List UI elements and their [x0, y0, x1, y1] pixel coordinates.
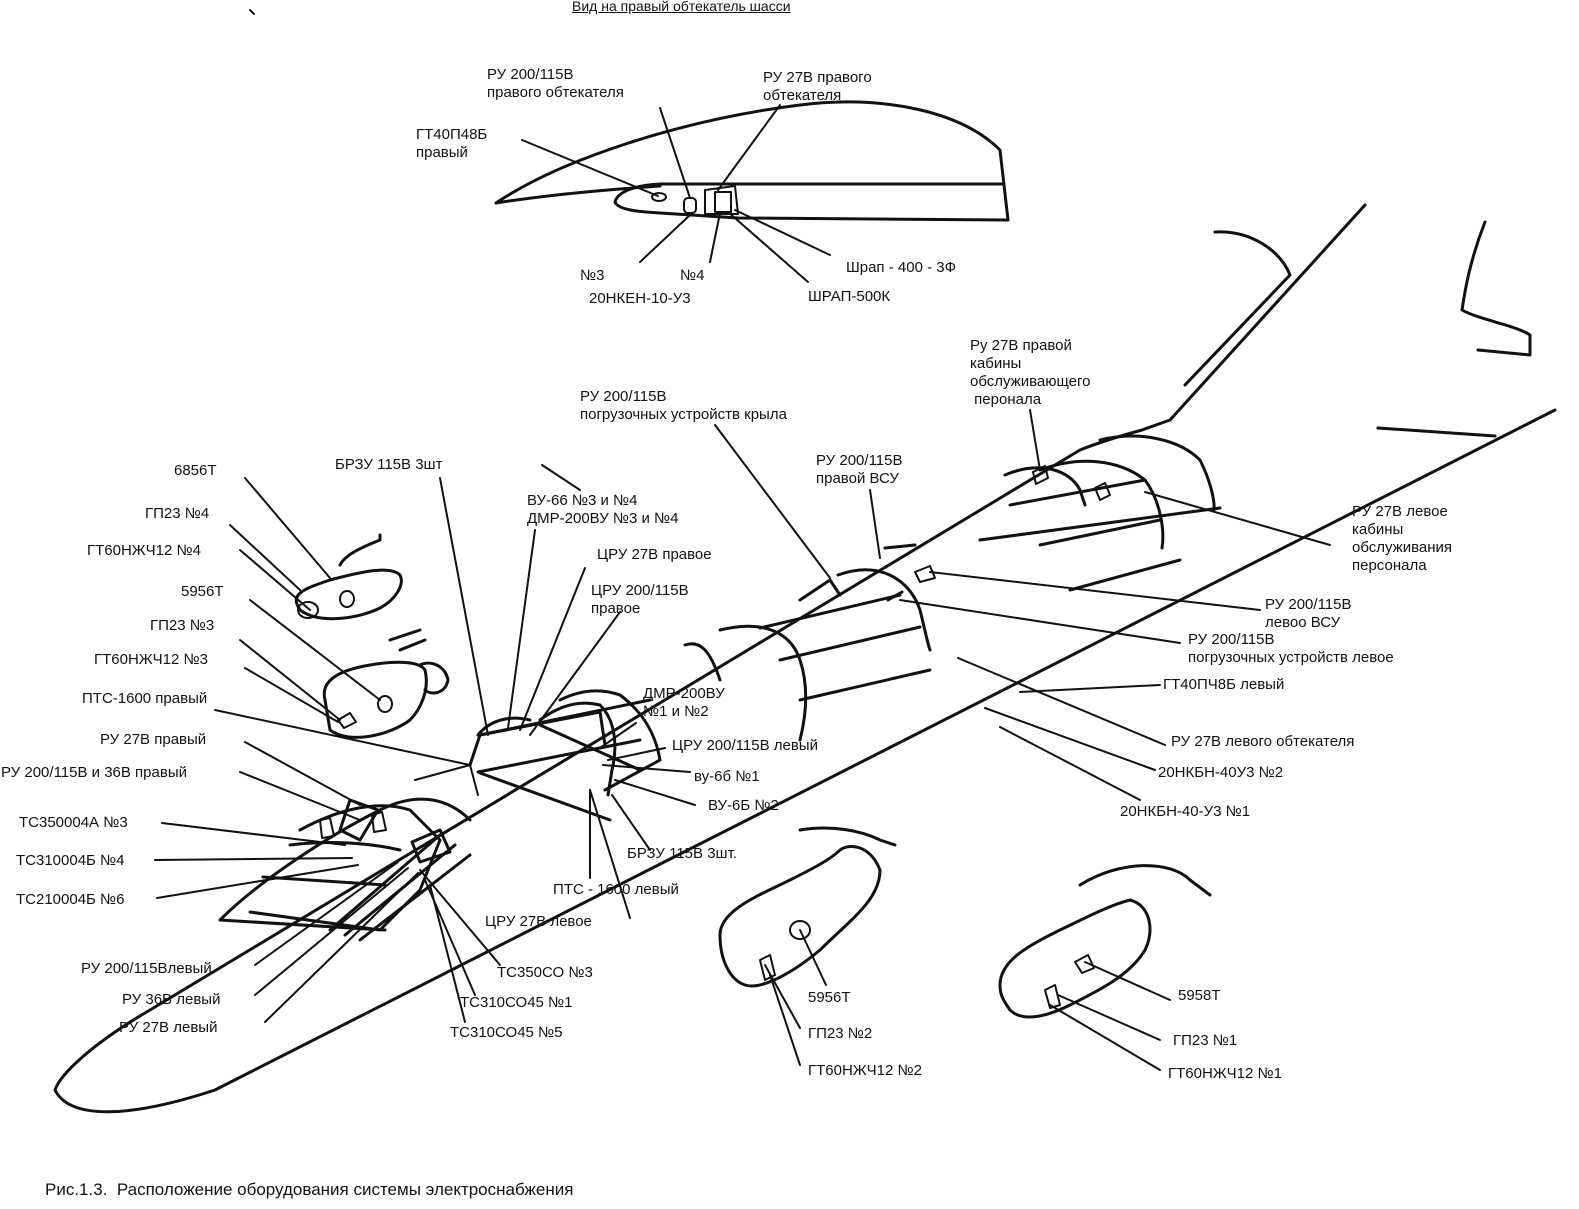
label-tsru-200-115v-left: ЦРУ 200/115В левый [672, 737, 818, 754]
label-6856t: 6856Т [174, 462, 217, 479]
label-ts210004b-no6: ТС210004Б №6 [16, 891, 125, 908]
label-pts-1600-right: ПТС-1600 правый [82, 690, 208, 707]
engine-pods-right [718, 826, 1212, 1019]
label-gt60nzhch12-no2: ГТ60НЖЧ12 №2 [808, 1062, 922, 1079]
label-ru-27v-left-cabin: РУ 27В левое кабины обслуживания персона… [1352, 503, 1453, 574]
label-gp23-no4: ГП23 №4 [145, 505, 210, 522]
label-tsru-27v-right: ЦРУ 27В правое [597, 546, 712, 563]
label-ru-200-115v-left-apu: РУ 200/115В левоо ВСУ [1265, 596, 1352, 631]
label-shrap-500k: ШРАП-500К [808, 288, 891, 305]
label-20nkbn-40-u3-no1: 20НКБН-40-У3 №1 [1120, 803, 1251, 820]
label-tsru-27v-left: ЦРУ 27В левое [485, 913, 592, 930]
label-5958t: 5958Т [1178, 987, 1221, 1004]
leader-lines [154, 9, 1331, 1071]
label-ts310so45-no1: ТС310СО45 №1 [460, 994, 573, 1011]
label-dmr-200vu-1-2: ДМР-200ВУ №1 и №2 [643, 685, 725, 720]
label-ru-27v-right-cabin: Ру 27В правой кабины обслуживающего перо… [970, 337, 1091, 408]
label-gp23-no2: ГП23 №2 [808, 1025, 873, 1042]
label-gp23-no1: ГП23 №1 [1173, 1032, 1238, 1049]
label-gt40pch8b-left: ГТ40ПЧ8Б левый [1163, 676, 1285, 693]
label-vu-66-dmr-200vu-3-4: ВУ-66 №3 и №4 ДМР-200ВУ №3 и №4 [527, 492, 679, 527]
label-ts310004b-no4: ТС310004Б №4 [16, 852, 125, 869]
label-20nken-10-u3: 20НКЕН-10-У3 [589, 290, 691, 307]
label-ru-200-115v-left: РУ 200/115Влевый [81, 960, 212, 977]
label-ru-200-115v-loaders-left: РУ 200/115В погрузочных устройств левое [1188, 631, 1394, 666]
label-ru-36v-left: РУ 36В левый [122, 991, 221, 1008]
label-pts-1600-left: ПТС - 1600 левый [553, 881, 679, 898]
label-ru-27v-right: РУ 27В правый [100, 731, 207, 748]
label-brzu-115v-3pcs-left: БРЗУ 115В 3шт. [627, 845, 737, 862]
label-ru-200-115v-wing-loaders: РУ 200/115В погрузочных устройств крыла [580, 388, 787, 423]
fuselage-bays [468, 434, 1216, 822]
label-gt40p48b-right: ГТ40П48Б правый [416, 126, 488, 161]
label-ru-27v-left-fairing: РУ 27В левого обтекателя [1171, 733, 1355, 750]
label-ru-200-115v-right-apu: РУ 200/115В правой ВСУ [816, 452, 903, 487]
label-ru-200-115v-right-fairing: РУ 200/115В правого обтекателя [487, 66, 624, 101]
label-ts350004a-no3: ТС350004А №3 [19, 814, 128, 831]
label-gt60nzhch12-no4: ГТ60НЖЧ12 №4 [87, 542, 201, 559]
label-ts310so45-no5: ТС310СО45 №5 [450, 1024, 563, 1041]
label-5956t-upper: 5956Т [181, 583, 224, 600]
label-tsru-200-115v-right: ЦРУ 200/115В правое [591, 582, 689, 617]
label-vu-6b-no1: ву-6б №1 [694, 768, 760, 785]
label-ru-200-115v-36v-right: РУ 200/115В и 36В правый [1, 764, 187, 781]
figure-caption: Рис.1.3. Расположение оборудования систе… [45, 1180, 574, 1199]
label-gp23-no3: ГП23 №3 [150, 617, 215, 634]
label-5956t-lower: 5956Т [808, 989, 851, 1006]
label-gt60nzhch12-no3: ГТ60НЖЧ12 №3 [94, 651, 208, 668]
engine-pods-left [294, 533, 450, 739]
label-vu-6b-no2: ВУ-6Б №2 [708, 797, 779, 814]
label-no3: №3 [580, 267, 605, 284]
label-20nkbn-40u3-no2: 20НКБН-40У3 №2 [1158, 764, 1284, 781]
label-brzu-115v-3pcs: БРЗУ 115В 3шт [335, 456, 443, 473]
label-no4: №4 [680, 267, 705, 284]
label-shrap-400-3f: Шрап - 400 - 3Ф [846, 259, 956, 276]
label-ru-27v-left: РУ 27В левый [119, 1019, 218, 1036]
label-ru-27v-right-fairing: РУ 27В правого обтекателя [763, 69, 872, 104]
label-ts350so-no3: ТС350СО №3 [497, 964, 593, 981]
label-gt60nzhch12-no1: ГТ60НЖЧ12 №1 [1168, 1065, 1282, 1082]
inset-title: Вид на правый обтекатель шасси [572, 0, 791, 14]
